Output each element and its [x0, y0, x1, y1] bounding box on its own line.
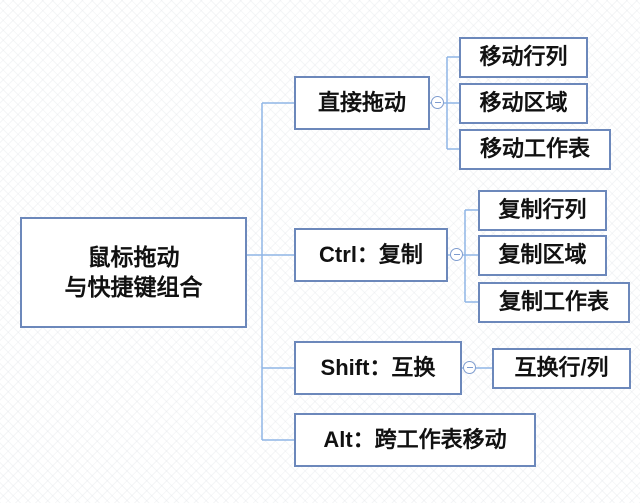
root-node: 鼠标拖动 与快捷键组合 — [20, 217, 247, 328]
leaf-copy-rows-cols: 复制行列 — [478, 190, 607, 231]
branch-ctrl-copy: Ctrl：复制 — [294, 228, 448, 282]
branch-alt-move-across-sheets: Alt：跨工作表移动 — [294, 413, 536, 467]
branch-shift-swap: Shift：互换 — [294, 341, 462, 395]
collapse-toggle-icon[interactable] — [450, 248, 463, 261]
collapse-toggle-icon[interactable] — [463, 361, 476, 374]
leaf-move-sheet: 移动工作表 — [459, 129, 611, 170]
root-label-line1: 鼠标拖动 — [87, 243, 180, 270]
collapse-toggle-icon[interactable] — [431, 96, 444, 109]
leaf-swap-row-col: 互换行/列 — [492, 348, 631, 389]
leaf-copy-sheet: 复制工作表 — [478, 282, 630, 323]
leaf-move-rows-cols: 移动行列 — [459, 37, 588, 78]
leaf-move-range: 移动区域 — [459, 83, 588, 124]
root-label-line2: 与快捷键组合 — [64, 273, 203, 300]
branch-direct-drag: 直接拖动 — [294, 76, 430, 130]
leaf-copy-range: 复制区域 — [478, 235, 607, 276]
